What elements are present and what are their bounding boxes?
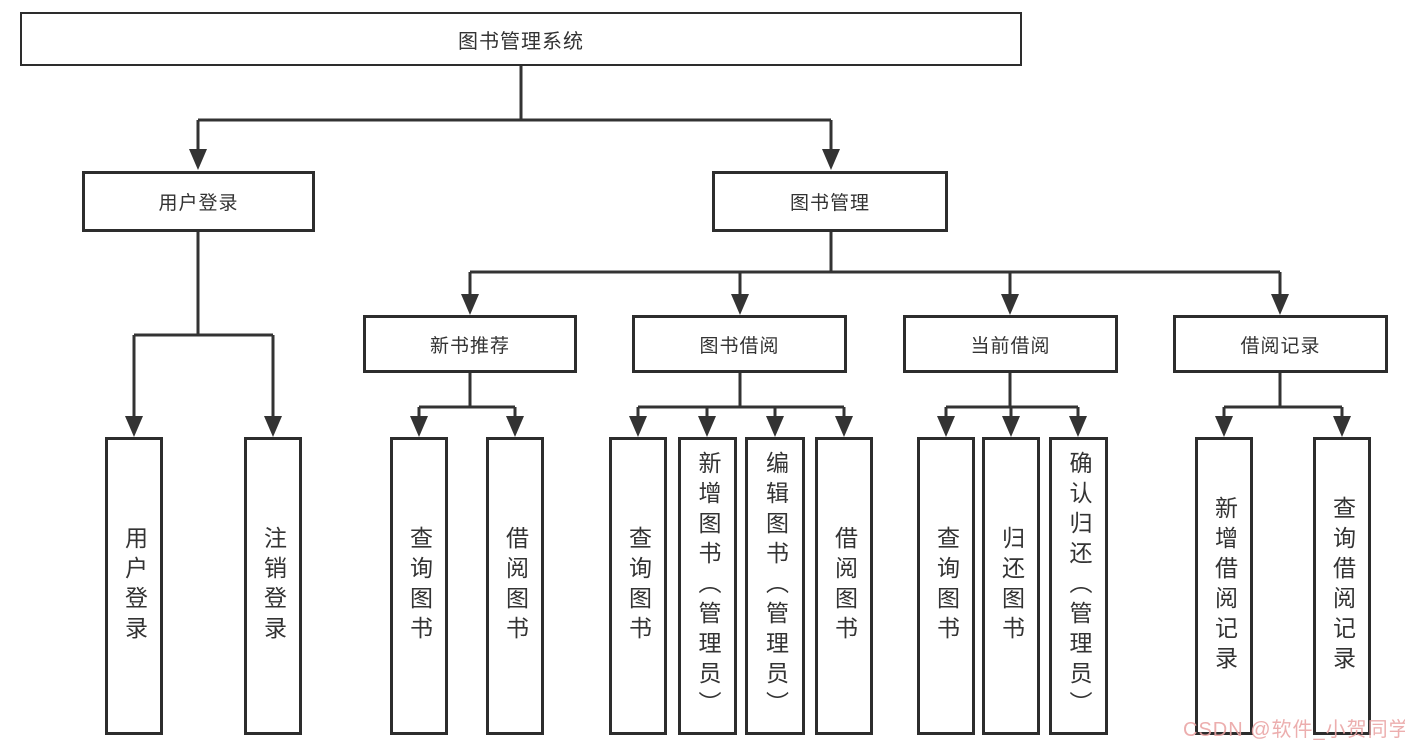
node-borrow-record-label: 借阅记录 [1240,335,1321,357]
leaf-confirm-return-admin-label: 确认归还（管理员） [1066,451,1092,721]
connector [944,373,1080,418]
leaf-return-book-label: 归还图书 [998,526,1025,646]
node-new-book-recommend-label: 新书推荐 [429,335,510,357]
connector [1222,373,1344,418]
leaf-logout-label: 注销登录 [260,526,287,646]
node-user-login: 用户登录 [82,171,315,232]
leaf-user-login-label: 用户登录 [121,526,148,646]
connector [417,373,517,418]
leaf-current-query-book: 查询图书 [917,437,975,735]
leaf-add-book-admin: 新增图书（管理员） [678,437,737,735]
connector [468,232,1282,296]
node-current-borrow-label: 当前借阅 [970,335,1051,357]
connector [636,373,846,418]
leaf-borrow-query-book-label: 查询图书 [625,526,652,646]
leaf-logout: 注销登录 [244,437,302,735]
leaf-add-borrow-record-label: 新增借阅记录 [1211,496,1238,676]
connector [196,66,833,150]
leaf-query-borrow-record: 查询借阅记录 [1313,437,1371,735]
leaf-query-borrow-record-label: 查询借阅记录 [1329,496,1356,676]
node-book-borrow-label: 图书借阅 [699,335,780,357]
node-book-management-label: 图书管理 [789,193,870,214]
node-current-borrow: 当前借阅 [903,315,1118,373]
leaf-recommend-query-book-label: 查询图书 [406,526,433,646]
leaf-add-borrow-record: 新增借阅记录 [1195,437,1253,735]
node-root-label: 图书管理系统 [458,30,584,53]
leaf-borrow-book-label: 借阅图书 [831,526,858,646]
leaf-edit-book-admin: 编辑图书（管理员） [745,437,805,735]
leaf-add-book-admin-label: 新增图书（管理员） [695,451,721,721]
leaf-current-query-book-label: 查询图书 [933,526,960,646]
leaf-recommend-borrow-book-label: 借阅图书 [502,526,529,646]
node-book-borrow: 图书借阅 [632,315,847,373]
csdn-watermark: CSDN @软件_小贺同学 [1183,719,1405,741]
leaf-user-login: 用户登录 [105,437,163,735]
connector [132,232,275,418]
node-new-book-recommend: 新书推荐 [363,315,577,373]
leaf-return-book: 归还图书 [982,437,1040,735]
node-book-management: 图书管理 [712,171,948,232]
leaf-recommend-query-book: 查询图书 [390,437,448,735]
leaf-confirm-return-admin: 确认归还（管理员） [1049,437,1108,735]
leaf-edit-book-admin-label: 编辑图书（管理员） [762,451,789,721]
node-user-login-label: 用户登录 [158,193,239,214]
node-root: 图书管理系统 [20,12,1022,66]
leaf-recommend-borrow-book: 借阅图书 [486,437,544,735]
leaf-borrow-book: 借阅图书 [815,437,873,735]
leaf-borrow-query-book: 查询图书 [609,437,667,735]
node-borrow-record: 借阅记录 [1173,315,1388,373]
